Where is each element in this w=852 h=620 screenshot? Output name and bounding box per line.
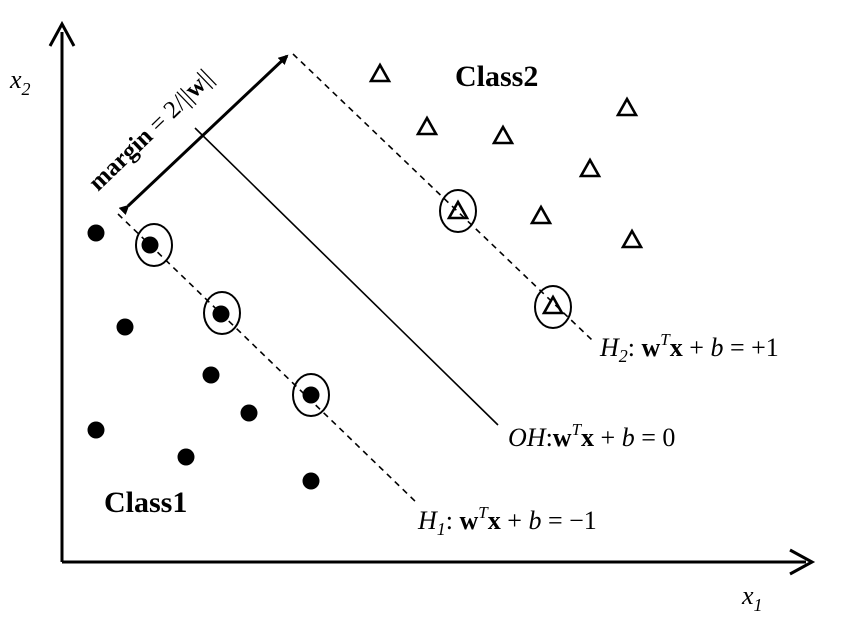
y-axis-arrowhead xyxy=(48,20,76,47)
class1-support-vector-point xyxy=(141,236,159,254)
x-axis-arrowhead xyxy=(789,548,816,576)
support-vector-circle xyxy=(203,291,241,335)
class1-support-vector-point xyxy=(212,305,230,323)
optimal-hyperplane-line xyxy=(194,127,499,426)
class1-point xyxy=(116,318,134,336)
class2-label: Class2 xyxy=(455,60,538,93)
class2-point xyxy=(615,96,639,117)
class1-point xyxy=(302,472,320,490)
class2-point xyxy=(491,124,515,145)
class2-point xyxy=(529,204,553,225)
support-vector-circle xyxy=(534,285,572,329)
class1-point xyxy=(240,404,258,422)
class2-point xyxy=(578,157,602,178)
class1-point xyxy=(87,421,105,439)
axes xyxy=(48,20,816,576)
class2-points xyxy=(368,62,644,315)
class1-point xyxy=(87,224,105,242)
margin-arrow xyxy=(118,54,289,216)
support-vector-circles xyxy=(135,189,572,417)
h2-equation: H2: wTx + b = +1 xyxy=(599,330,779,366)
class1-support-vector-point xyxy=(302,386,320,404)
x1-axis-label: x1 xyxy=(741,581,763,615)
class2-point xyxy=(620,228,644,249)
class2-support-vector-point xyxy=(541,294,565,315)
class1-point xyxy=(202,366,220,384)
hyperplane-h1-line xyxy=(117,213,419,505)
class1-point xyxy=(177,448,195,466)
support-vector-circle xyxy=(135,223,173,267)
class2-point xyxy=(415,115,439,136)
class2-point xyxy=(368,62,392,83)
class2-support-vector-point xyxy=(446,199,470,220)
h1-equation: H1: wTx + b = −1 xyxy=(417,503,597,539)
hyperplane-h2-line xyxy=(292,53,593,341)
class1-label: Class1 xyxy=(104,486,187,519)
support-vector-circle xyxy=(439,189,477,233)
x2-axis-label: x2 xyxy=(9,65,31,99)
support-vector-circle xyxy=(292,373,330,417)
oh-equation: OH:wTx + b = 0 xyxy=(508,420,675,452)
class1-points xyxy=(87,224,320,490)
